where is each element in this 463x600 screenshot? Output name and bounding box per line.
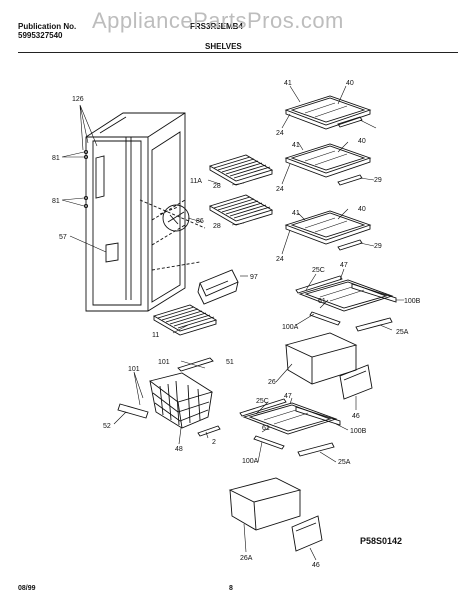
label-47-lower: 47 bbox=[284, 393, 292, 400]
basket-rail-52 bbox=[117, 403, 149, 419]
crisper-cover-upper bbox=[295, 275, 397, 332]
label-81-lower: 81 bbox=[52, 198, 60, 205]
footer-page: 8 bbox=[229, 585, 233, 592]
label-61-lower: 61 bbox=[262, 425, 270, 432]
label-24-b: 24 bbox=[276, 186, 284, 193]
model-number: FRS3R5EMB4 bbox=[190, 22, 243, 31]
section-title: SHELVES bbox=[205, 42, 242, 51]
label-100b-lower: 100B bbox=[350, 428, 367, 435]
crisper-cover-lower bbox=[239, 398, 341, 457]
crisper-drawer-26 bbox=[284, 332, 358, 385]
publication-label: Publication No. bbox=[18, 22, 77, 31]
label-2: 2 bbox=[212, 439, 216, 446]
label-52: 52 bbox=[103, 423, 111, 430]
label-40-b: 40 bbox=[358, 138, 366, 145]
label-101-top: 101 bbox=[158, 359, 170, 366]
label-101-left: 101 bbox=[128, 366, 140, 373]
label-86: 86 bbox=[196, 218, 204, 225]
label-40-c: 40 bbox=[358, 206, 366, 213]
label-41-b: 41 bbox=[292, 142, 300, 149]
header-rule bbox=[18, 52, 458, 53]
label-25c-upper: 25C bbox=[312, 267, 325, 274]
watermark: AppliancePartsPros.com bbox=[92, 8, 344, 33]
footer-date: 08/99 bbox=[18, 585, 36, 592]
label-29-b: 29 bbox=[374, 243, 382, 250]
label-40-a: 40 bbox=[346, 80, 354, 87]
wire-shelf-bottom bbox=[152, 304, 218, 336]
label-24-c: 24 bbox=[276, 256, 284, 263]
label-11: 11 bbox=[152, 332, 159, 339]
leader-lines bbox=[61, 85, 404, 561]
label-26: 26 bbox=[268, 379, 276, 386]
label-48: 48 bbox=[175, 446, 183, 453]
label-29-a: 29 bbox=[374, 177, 382, 184]
label-57: 57 bbox=[59, 234, 67, 241]
glass-shelf-1 bbox=[284, 95, 372, 130]
rail-2 bbox=[197, 425, 221, 437]
basket-rail-51 bbox=[177, 357, 214, 372]
label-81-upper: 81 bbox=[52, 155, 60, 162]
label-41-c: 41 bbox=[292, 210, 300, 217]
label-61-upper: 61 bbox=[318, 298, 326, 305]
label-26a: 26A bbox=[240, 555, 253, 562]
label-24-a: 24 bbox=[276, 130, 284, 137]
label-47-upper: 47 bbox=[340, 262, 348, 269]
label-25a-lower: 25A bbox=[338, 459, 351, 466]
label-97: 97 bbox=[250, 274, 258, 281]
label-51: 51 bbox=[226, 359, 234, 366]
label-100a-lower: 100A bbox=[242, 458, 259, 465]
glass-shelf-3 bbox=[284, 210, 372, 251]
label-41-a: 41 bbox=[284, 80, 292, 87]
diagram-code: P58S0142 bbox=[360, 536, 403, 546]
wire-shelf-lower bbox=[208, 194, 274, 226]
label-28-lower: 28 bbox=[213, 223, 221, 230]
label-46-upper: 46 bbox=[352, 413, 360, 420]
wire-basket bbox=[148, 372, 214, 429]
label-100a-upper: 100A bbox=[282, 324, 299, 331]
label-126: 126 bbox=[72, 96, 84, 103]
publication-number: 5995327540 bbox=[18, 31, 63, 40]
door-bin-97 bbox=[197, 269, 239, 305]
label-100b-upper: 100B bbox=[404, 298, 421, 305]
label-11a: 11A bbox=[190, 178, 202, 185]
cabinet-drawing bbox=[83, 112, 206, 312]
label-28-upper: 28 bbox=[213, 183, 221, 190]
crisper-drawer-26a bbox=[228, 477, 302, 531]
label-25c-lower: 25C bbox=[256, 398, 269, 405]
glass-shelf-2 bbox=[284, 143, 372, 186]
label-46-lower: 46 bbox=[312, 562, 320, 569]
label-25a-upper: 25A bbox=[396, 329, 409, 336]
drawer-front-46-lower bbox=[291, 515, 323, 552]
drawer-front-46-upper bbox=[339, 364, 373, 400]
wire-shelf-upper bbox=[208, 154, 274, 186]
